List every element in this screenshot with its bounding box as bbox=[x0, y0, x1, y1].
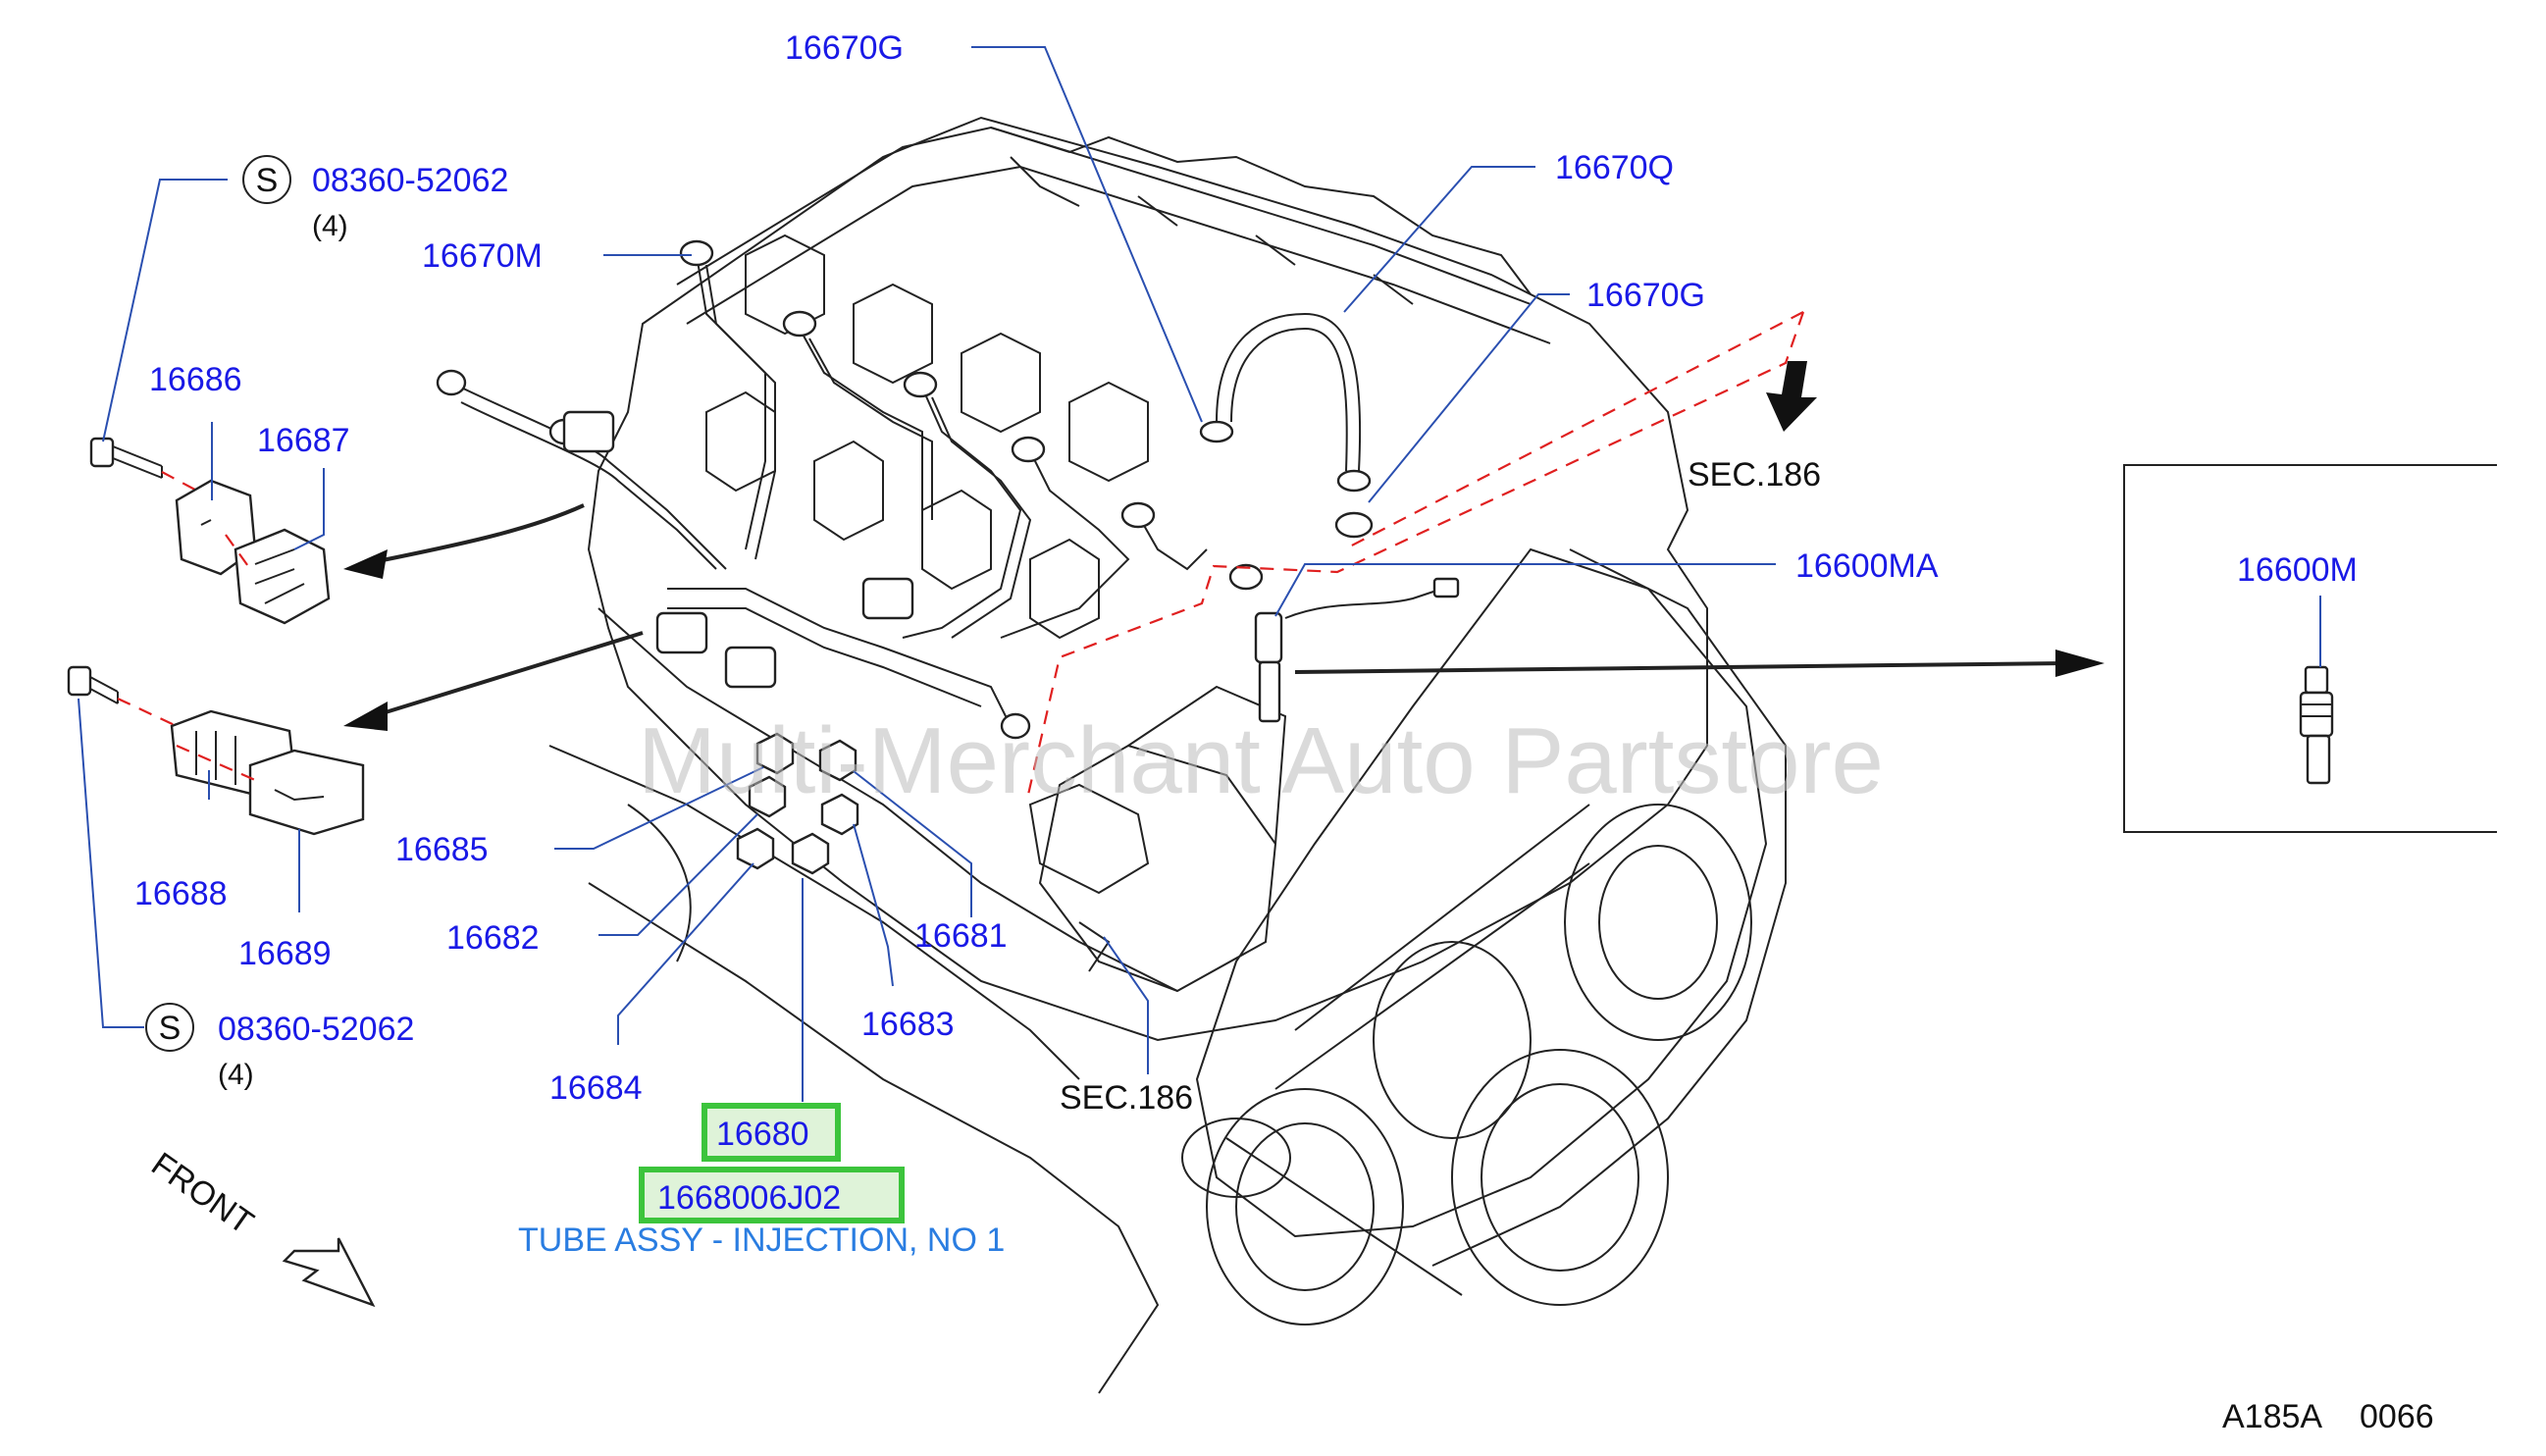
bracket-arrows bbox=[343, 503, 644, 731]
label-16670M[interactable]: 16670M bbox=[422, 237, 543, 275]
label-front: FRONT bbox=[144, 1145, 260, 1241]
bolt-lower bbox=[67, 665, 178, 727]
nut-16685 bbox=[755, 732, 795, 775]
qty-top: (4) bbox=[312, 210, 348, 242]
nut-16682 bbox=[748, 775, 787, 818]
label-08360-52062-top[interactable]: 08360-52062 bbox=[312, 162, 508, 199]
svg-text:S: S bbox=[159, 1010, 182, 1047]
watermark: Multi-Merchant Auto Partstore bbox=[638, 708, 1884, 813]
highlighted-part: 16680 1668006J02 TUBE ASSY - INJECTION, … bbox=[518, 1103, 1005, 1259]
label-sec186-bottom: SEC.186 bbox=[1060, 1079, 1193, 1117]
nut-16683 bbox=[820, 793, 859, 836]
label-16600MA[interactable]: 16600MA bbox=[1795, 547, 1939, 585]
nut-parts bbox=[736, 732, 859, 875]
svg-text:S: S bbox=[256, 162, 279, 199]
head-fittings bbox=[436, 239, 1264, 740]
sec186-reference-outline bbox=[1026, 311, 1805, 796]
part-description: TUBE ASSY - INJECTION, NO 1 bbox=[518, 1222, 1005, 1259]
s-symbol-bottom: S bbox=[145, 1003, 194, 1052]
label-16670G-top[interactable]: 16670G bbox=[785, 29, 904, 67]
qty-bottom: (4) bbox=[218, 1059, 254, 1091]
sensor-16600M bbox=[2299, 665, 2334, 785]
label-16684[interactable]: 16684 bbox=[549, 1069, 643, 1107]
s-symbol-top: S bbox=[242, 155, 291, 204]
label-16686[interactable]: 16686 bbox=[149, 361, 242, 398]
label-16688[interactable]: 16688 bbox=[134, 875, 228, 912]
clamp-16689 bbox=[248, 749, 365, 836]
inset-box bbox=[2123, 464, 2497, 833]
label-16685[interactable]: 16685 bbox=[395, 831, 489, 868]
engine-drawing bbox=[436, 116, 1787, 1394]
highlight-box-1668006J02 bbox=[639, 1167, 905, 1223]
label-16683[interactable]: 16683 bbox=[861, 1006, 955, 1043]
nut-16680 bbox=[791, 832, 830, 875]
label-16687[interactable]: 16687 bbox=[257, 422, 350, 459]
part-labels: 16670G 16670Q 16670G 16670M 08360-52062 … bbox=[134, 29, 2358, 1242]
label-16600M[interactable]: 16600M bbox=[2237, 551, 2358, 589]
label-16670G-right[interactable]: 16670G bbox=[1586, 277, 1705, 314]
bolt-upper bbox=[89, 437, 207, 496]
inset-arrow bbox=[1294, 650, 2104, 677]
label-sec186-top: SEC.186 bbox=[1688, 456, 1821, 494]
leader-lines bbox=[78, 46, 2321, 1102]
nut-16684 bbox=[736, 827, 775, 870]
label-16681[interactable]: 16681 bbox=[914, 917, 1008, 955]
label-16682[interactable]: 16682 bbox=[446, 919, 540, 957]
footer: A185A 0066 bbox=[2222, 1398, 2434, 1435]
bracket-lower-group bbox=[67, 665, 365, 836]
label-16680[interactable]: 16680 bbox=[716, 1116, 809, 1153]
sec186-arrow bbox=[1766, 361, 1817, 432]
diagram-code: A185A bbox=[2222, 1398, 2322, 1435]
label-1668006J02[interactable]: 1668006J02 bbox=[657, 1179, 841, 1217]
label-16689[interactable]: 16689 bbox=[238, 935, 332, 972]
front-arrow bbox=[282, 1237, 376, 1308]
nut-16681 bbox=[818, 739, 857, 782]
highlight-box-16680 bbox=[701, 1103, 841, 1162]
label-08360-52062-bottom[interactable]: 08360-52062 bbox=[218, 1011, 414, 1048]
bracket-upper-group bbox=[89, 437, 331, 625]
page-number: 0066 bbox=[2360, 1398, 2434, 1435]
clamp-16687 bbox=[234, 528, 331, 625]
label-16670Q[interactable]: 16670Q bbox=[1555, 149, 1674, 186]
